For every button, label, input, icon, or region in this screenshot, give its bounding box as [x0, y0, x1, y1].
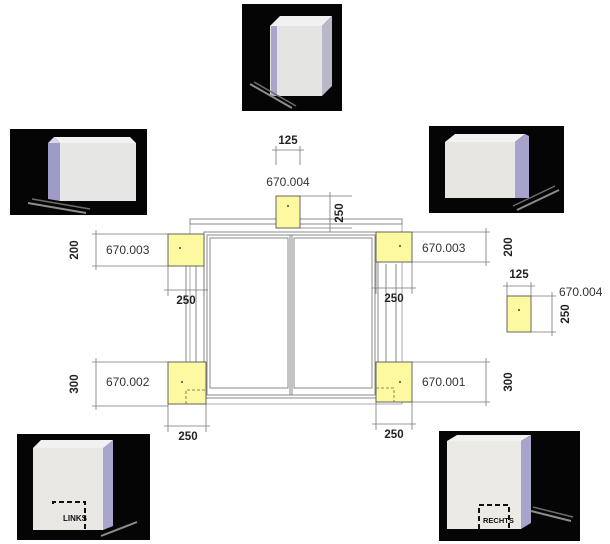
loose-block-height-label: 250: [560, 304, 572, 323]
upper-right-code: 670.003: [422, 241, 466, 255]
block-upper-right: [375, 231, 413, 263]
lower-left-width-label: 250: [178, 431, 197, 443]
block-center-dots: [179, 205, 520, 383]
block-photo-graphic: [27, 137, 136, 214]
foam-blocks: [167, 195, 532, 405]
photo-lower-right-block: RECHTS: [439, 431, 580, 541]
photo-top-block: [242, 4, 342, 111]
loose-block-code: 670.004: [559, 285, 603, 299]
lower-left-height-label: 300: [69, 374, 81, 393]
links-tag: LINKS: [63, 514, 88, 523]
block-top: [275, 195, 301, 229]
upper-right-height-label: 200: [503, 237, 515, 256]
block-loose: [506, 295, 532, 333]
window-frame: [185, 218, 403, 405]
photo-lower-left-block: LINKS: [17, 434, 150, 540]
upper-left-height-label: 200: [69, 240, 81, 259]
notch-markers: [185, 387, 395, 404]
block-photo-graphic: RECHTS: [447, 435, 574, 529]
block-lower-left: [167, 361, 207, 405]
lower-right-code: 670.001: [422, 375, 466, 389]
top-block-code: 670.004: [266, 175, 310, 189]
block-photo-graphic: [249, 16, 332, 109]
lower-right-width-label: 250: [384, 429, 403, 441]
upper-right-width-label: 250: [384, 293, 403, 305]
upper-left-width-label: 250: [176, 295, 195, 307]
rechts-tag: RECHTS: [483, 516, 514, 525]
block-upper-left: [167, 233, 205, 267]
top-block-height-label: 250: [334, 203, 346, 222]
photo-upper-left-block: [10, 129, 147, 215]
dimension-lines: [92, 146, 556, 432]
upper-left-code: 670.003: [106, 243, 150, 257]
top-block-width-label: 125: [278, 135, 298, 147]
loose-block-width-label: 125: [509, 269, 529, 281]
lower-left-code: 670.002: [106, 375, 150, 389]
photo-upper-right-block: [429, 126, 564, 213]
block-photo-graphic: [445, 134, 560, 211]
block-photo-graphic: LINKS: [33, 440, 138, 537]
lower-right-height-label: 300: [503, 372, 515, 391]
